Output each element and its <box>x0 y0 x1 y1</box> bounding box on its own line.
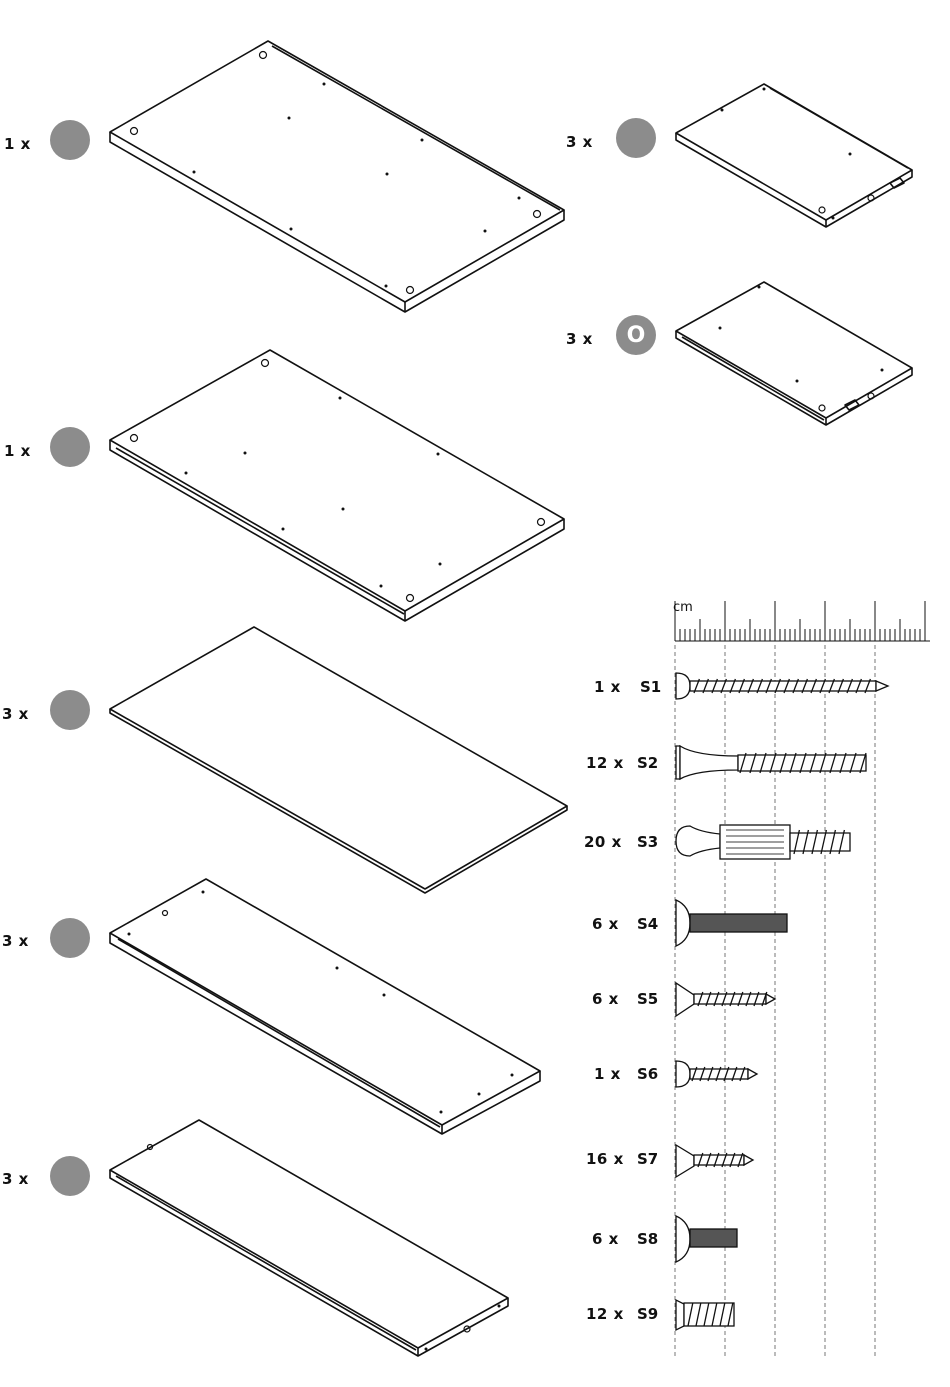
part-qty-5: 3 x <box>2 1170 29 1188</box>
hardware-code-s8: S8 <box>637 1230 658 1248</box>
small-panel-drawing <box>676 84 912 227</box>
hardware-code-s3: S3 <box>637 833 658 851</box>
hardware-code-s9: S9 <box>637 1305 658 1323</box>
part-qty-4: 3 x <box>2 932 29 950</box>
ruler-unit-label: cm <box>673 600 693 615</box>
hardware-code-s5: S5 <box>637 990 658 1008</box>
hardware-code-s2: S2 <box>637 754 658 772</box>
short-countersunk-screw-icon <box>676 1145 753 1177</box>
part-qty-2: 1 x <box>4 442 31 460</box>
part-badge-2 <box>50 427 90 467</box>
part-qty-1: 1 x <box>4 135 31 153</box>
hardware-qty-s9: 12 x <box>586 1305 624 1323</box>
hardware-code-s7: S7 <box>637 1150 658 1168</box>
hardware-qty-s6: 1 x <box>594 1065 621 1083</box>
short-machine-bolt-icon <box>676 1216 737 1262</box>
part-badge-3 <box>50 690 90 730</box>
hardware-qty-s5: 6 x <box>592 990 619 1008</box>
part-badge-4 <box>50 918 90 958</box>
short-pan-screw-icon <box>676 1061 757 1087</box>
cam-bolt-dowel-icon <box>676 825 850 859</box>
shelf-drawing <box>110 879 540 1134</box>
part-badge-6 <box>616 118 656 158</box>
back-board-drawing <box>110 627 567 893</box>
machine-bolt-icon <box>676 900 787 946</box>
hardware-qty-s4: 6 x <box>592 915 619 933</box>
part-badge-5 <box>50 1156 90 1196</box>
hardware-qty-s8: 6 x <box>592 1230 619 1248</box>
confirmat-screw-icon <box>676 746 866 779</box>
hardware-qty-s2: 12 x <box>586 754 624 772</box>
hardware-qty-s7: 16 x <box>586 1150 624 1168</box>
part-badge-7: O <box>616 315 656 355</box>
part-qty-7: 3 x <box>566 330 593 348</box>
hardware-drawings <box>676 673 888 1330</box>
hardware-code-s1: S1 <box>640 678 661 696</box>
large-panel-bottom-drawing <box>110 350 564 621</box>
small-panel-o-drawing <box>676 282 912 425</box>
part-qty-6: 3 x <box>566 133 593 151</box>
hardware-qty-s1: 1 x <box>594 678 621 696</box>
hardware-code-s6: S6 <box>637 1065 658 1083</box>
hardware-qty-s3: 20 x <box>584 833 622 851</box>
pan-head-screw-icon <box>676 673 888 699</box>
shelf-with-connector-drawing <box>110 1120 508 1356</box>
large-panel-top-drawing <box>110 41 564 312</box>
part-badge-1 <box>50 120 90 160</box>
part-qty-3: 3 x <box>2 705 29 723</box>
hardware-code-s4: S4 <box>637 915 658 933</box>
insert-sleeve-icon <box>676 1300 734 1330</box>
